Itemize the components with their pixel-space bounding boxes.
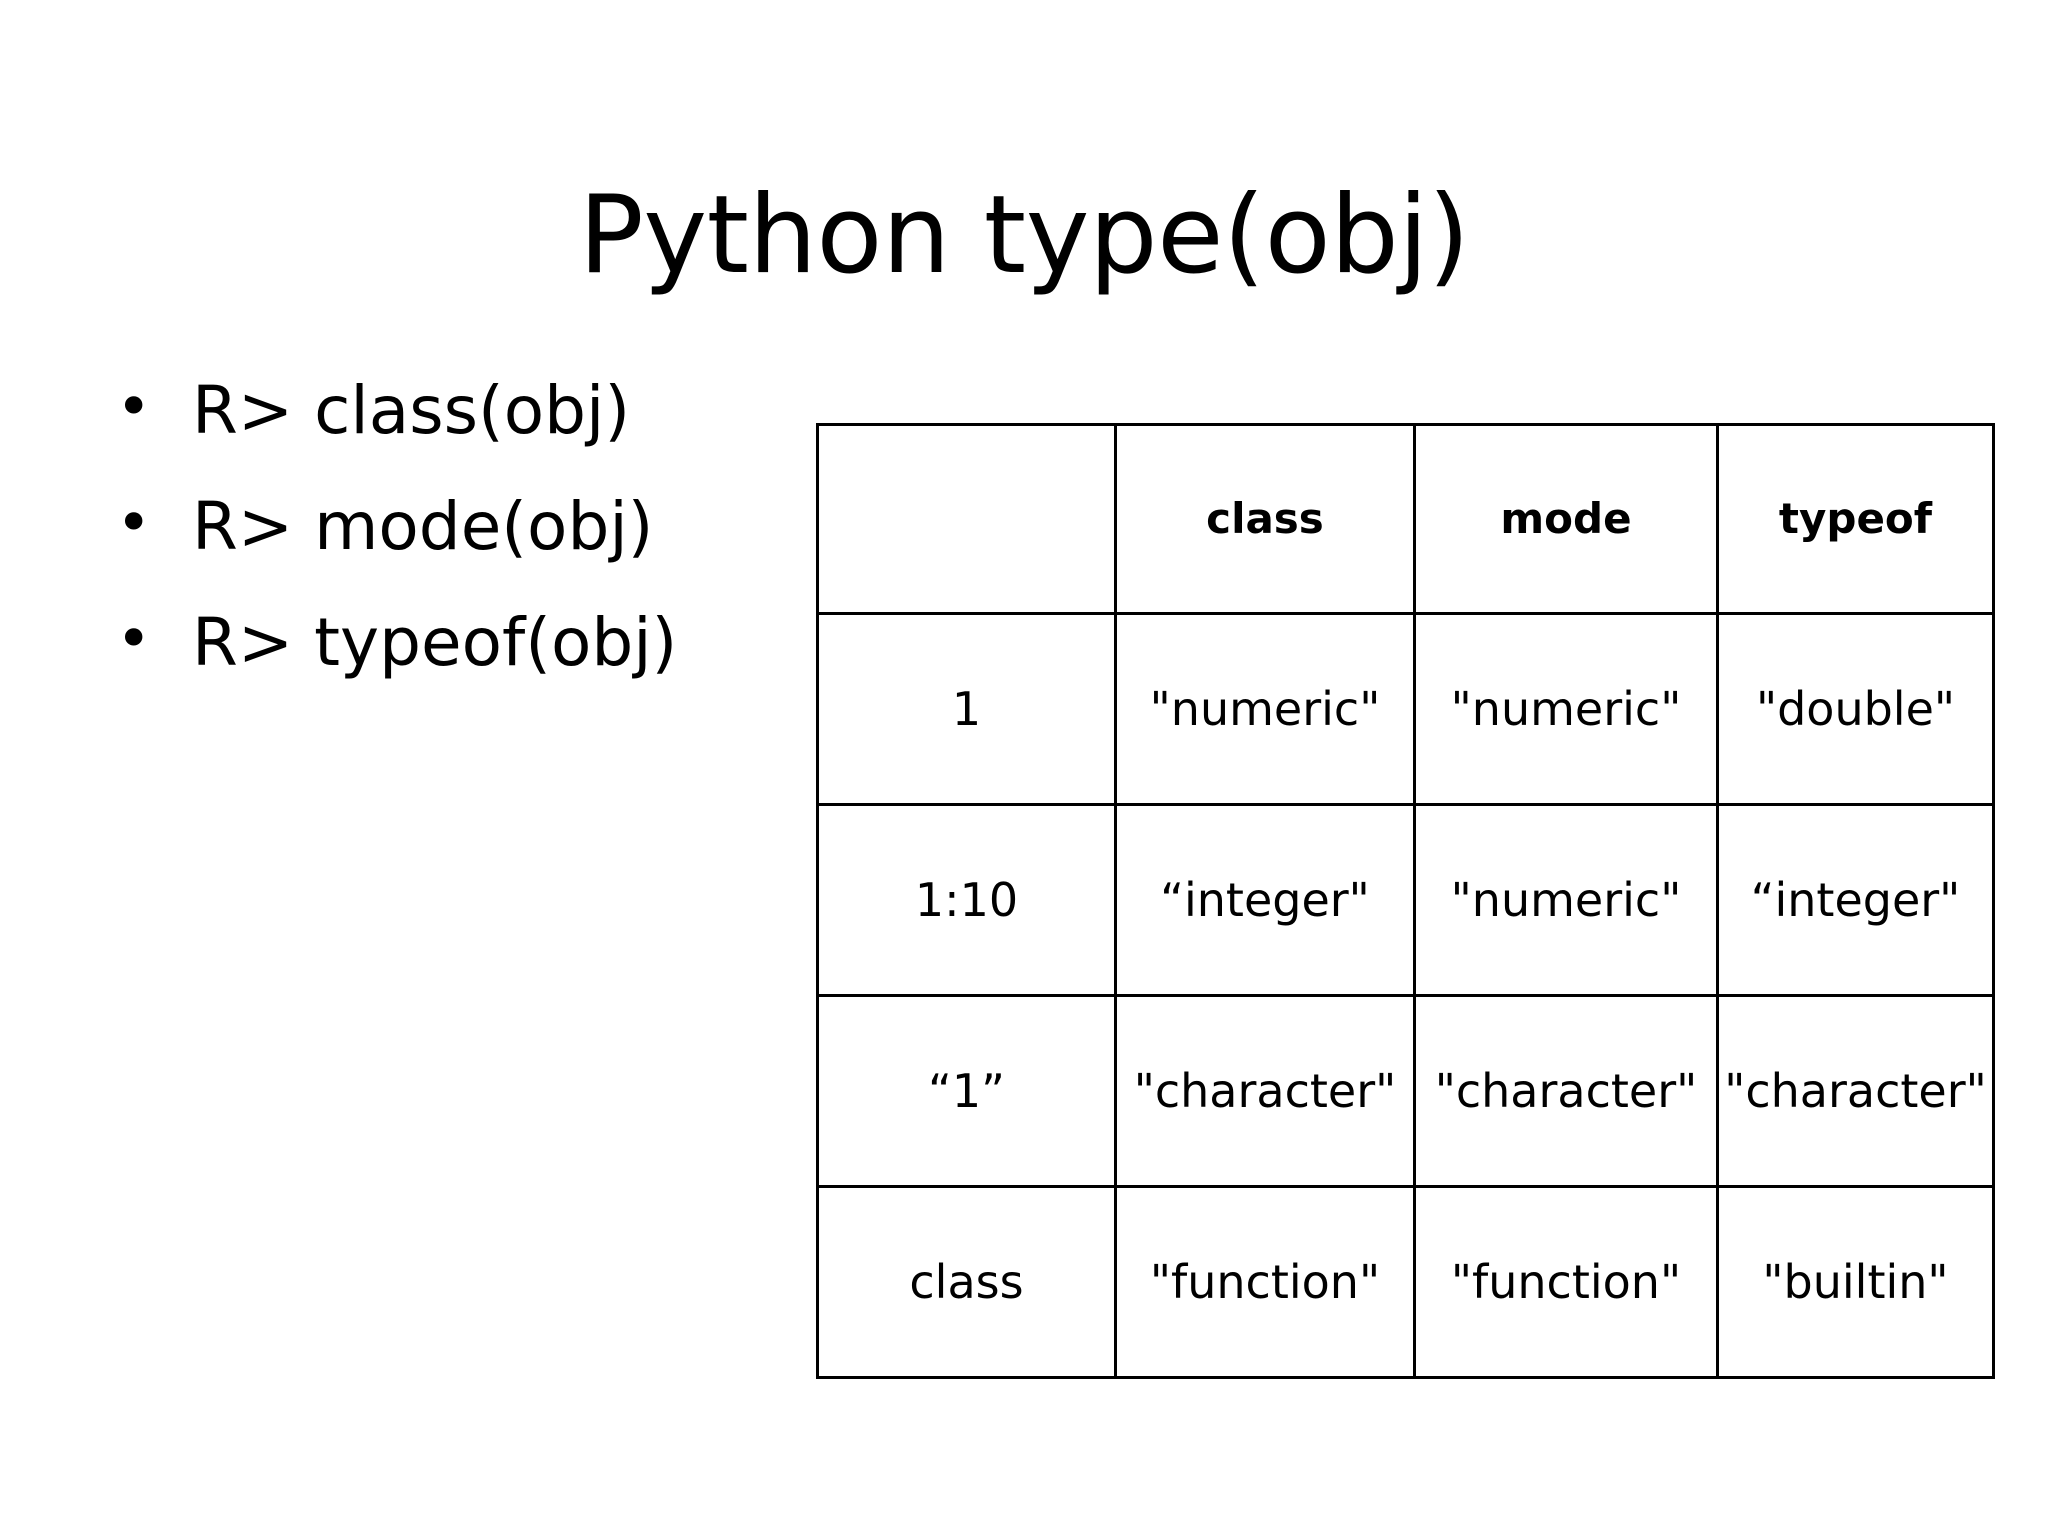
table-header-mode: mode bbox=[1413, 423, 1719, 615]
list-item-label: R> class(obj) bbox=[192, 372, 631, 449]
table-cell-typeof: "character" bbox=[1716, 994, 1995, 1188]
list-item-label: R> mode(obj) bbox=[192, 487, 654, 565]
table-row-label: 1:10 bbox=[816, 803, 1117, 997]
table-cell-typeof: "builtin" bbox=[1716, 1185, 1995, 1379]
bullet-icon: • bbox=[116, 603, 152, 674]
table-header-corner bbox=[816, 423, 1117, 615]
table-header-row: class mode typeof bbox=[816, 423, 1995, 615]
list-item: • R> class(obj) bbox=[108, 372, 768, 450]
type-comparison-table: class mode typeof 1 "numeric" "numeric" … bbox=[816, 423, 1995, 1379]
table-cell-mode: "numeric" bbox=[1413, 803, 1719, 997]
table-cell-typeof: "double" bbox=[1716, 612, 1995, 806]
table-cell-class: "numeric" bbox=[1114, 612, 1416, 806]
table-row: 1:10 “integer" "numeric" “integer" bbox=[816, 803, 1995, 997]
list-item: • R> mode(obj) bbox=[108, 488, 768, 566]
table-row: 1 "numeric" "numeric" "double" bbox=[816, 612, 1995, 806]
page-title: Python type(obj) bbox=[578, 173, 1470, 299]
table-row: class "function" "function" "builtin" bbox=[816, 1185, 1995, 1379]
bullet-list: • R> class(obj) • R> mode(obj) • R> type… bbox=[108, 372, 768, 720]
bullet-icon: • bbox=[116, 372, 152, 442]
bullet-icon: • bbox=[116, 487, 152, 558]
table-cell-class: "function" bbox=[1114, 1185, 1416, 1379]
table-header-class: class bbox=[1114, 423, 1416, 615]
table-header-typeof: typeof bbox=[1716, 423, 1995, 615]
table-cell-typeof: “integer" bbox=[1716, 803, 1995, 997]
table-row-label: 1 bbox=[816, 612, 1117, 806]
table-row: “1” "character" "character" "character" bbox=[816, 994, 1995, 1188]
list-item-label: R> typeof(obj) bbox=[192, 603, 678, 681]
table-cell-mode: "character" bbox=[1413, 994, 1719, 1188]
table-cell-class: "character" bbox=[1114, 994, 1416, 1188]
list-item: • R> typeof(obj) bbox=[108, 604, 768, 682]
table-cell-mode: "numeric" bbox=[1413, 612, 1719, 806]
table-row-label: class bbox=[816, 1185, 1117, 1379]
table-cell-mode: "function" bbox=[1413, 1185, 1719, 1379]
table-cell-class: “integer" bbox=[1114, 803, 1416, 997]
table-row-label: “1” bbox=[816, 994, 1117, 1188]
